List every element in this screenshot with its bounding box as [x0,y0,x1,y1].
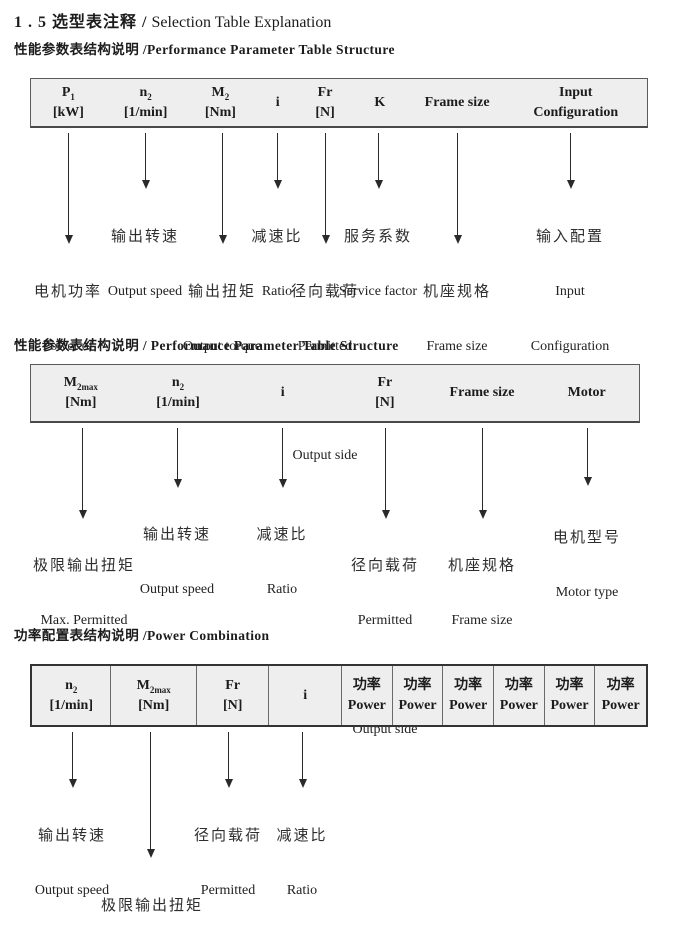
col-n2: n2[1/min] [123,84,168,120]
col-i: i [269,666,342,725]
down-arrow-icon [302,732,303,779]
annotation-overhung-load: 径向载荷 Permitted Overhung load Output side [193,828,262,898]
col-i: i [275,94,280,110]
col-m2: M2[Nm] [204,84,236,120]
section2-heading: 性能参数表结构说明 / Performance Parameter Table … [14,338,399,353]
down-arrow-icon [587,428,588,477]
section1-heading: 性能参数表结构说明 /Performance Parameter Table S… [14,42,395,57]
down-arrow-icon [277,133,278,180]
annotation-output-speed: 输出转速 Output speed [34,828,110,898]
down-arrow-icon [68,133,69,235]
annotation-output-speed: 输出转速 Output speed [107,229,183,299]
performance-table-2: M2max[Nm] n2[1/min] i Fr[N] Frame size M… [30,364,640,423]
down-arrow-icon [378,133,379,180]
col-p1: P1[kW] [52,84,84,120]
down-arrow-icon [222,133,223,235]
col-frame-size: Frame size [424,94,490,110]
performance-table-1: P1[kW] n2[1/min] M2[Nm] i Fr[N] K Frame … [30,78,648,128]
page-title: 1 . 5 选型表注释 / Selection Table Explanatio… [14,8,331,32]
col-i: i [280,385,285,400]
section3-heading: 功率配置表结构说明 /Power Combination [14,628,270,643]
col-fr: Fr[N] [375,375,395,410]
annotation-input-configuration: 输入配置 Input Configuration [530,229,610,354]
annotation-service-factor: 服务系数 Service factor [338,229,418,299]
down-arrow-icon [177,428,178,479]
down-arrow-icon [150,732,151,849]
page-title-zh: 1 . 5 选型表注释 / [14,14,148,31]
col-motor: Motor [567,385,606,400]
annotation-ratio: 减速比 Ratio [251,229,303,299]
down-arrow-icon [228,732,229,779]
down-arrow-icon [72,732,73,779]
col-frame-size: Frame size [449,385,515,400]
col-n2: n2[1/min] [156,375,200,410]
page-title-en: Selection Table Explanation [147,14,332,31]
col-k: K [374,94,386,110]
annotation-output-speed: 输出转速 Output speed [139,527,215,597]
down-arrow-icon [482,428,483,510]
annotation-motor-type: 电机型号 Motor type [552,530,622,600]
col-fr: Fr[N] [315,84,335,120]
annotation-frame-size: 机座规格 Frame size [422,284,492,354]
down-arrow-icon [385,428,386,510]
down-arrow-icon [145,133,146,180]
annotation-ratio: 减速比 Ratio [276,828,328,898]
down-arrow-icon [570,133,571,180]
annotation-ratio: 减速比 Ratio [256,527,308,597]
down-arrow-icon [82,428,83,510]
col-m2max: M2max[Nm] [63,375,98,410]
annotation-frame-size: 机座规格 Frame size [447,558,517,628]
down-arrow-icon [325,133,326,235]
col-m2max: M2max[Nm] [111,666,197,725]
annotation-output-torque: 输出扭矩 Output torque [182,284,262,354]
down-arrow-icon [457,133,458,235]
col-n2: n2[1/min] [32,666,112,725]
annotation-max-output-torque: 极限输出扭矩 Max. Permitted Output torque [100,898,204,914]
down-arrow-icon [282,428,283,479]
annotation-overhung-load: 径向载荷 Permitted Overhung load Output side [343,558,427,737]
col-fr: Fr[N] [197,666,270,725]
